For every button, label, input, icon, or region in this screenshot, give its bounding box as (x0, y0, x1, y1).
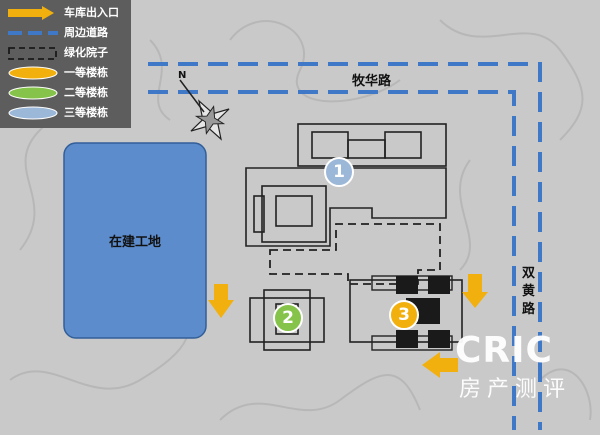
construction-site-label: 在建工地 (108, 235, 161, 250)
courtyard-outline-icon (8, 47, 57, 60)
legend: 车库出入口 周边道路 绿化院子 一等楼栋 二等楼栋 三等楼栋 (0, 0, 131, 128)
building-3-marker (389, 300, 419, 330)
road-dash-icon (8, 31, 58, 35)
road-north-inner (148, 90, 516, 430)
road-north-outer (148, 62, 542, 430)
building-2-marker (273, 303, 303, 333)
legend-class2-label: 二等楼栋 (64, 86, 108, 99)
building-2-number: 2 (282, 308, 294, 328)
road-label-east-3: 路 (522, 302, 536, 317)
legend-item-road: 周边道路 (0, 23, 131, 41)
legend-item-green: 绿化院子 (0, 43, 131, 61)
legend-entrance-label: 车库出入口 (64, 6, 119, 19)
entrance-arrow-north (462, 274, 488, 308)
road-label-east-2: 黄 (522, 284, 536, 299)
class1-ellipse-icon (8, 66, 58, 80)
building-1-number: 1 (333, 162, 345, 182)
compass-icon (179, 79, 230, 141)
green-courtyard (269, 223, 441, 285)
road-label-north: 牧华路 (352, 74, 392, 89)
watermark-logo: CRIC (455, 330, 553, 371)
class2-ellipse-icon (8, 86, 58, 100)
garage-entrances (208, 274, 488, 378)
building-1-marker (324, 157, 354, 187)
building-3-outline (349, 275, 463, 351)
peripheral-roads (148, 62, 542, 430)
legend-class3-label: 三等楼栋 (64, 106, 108, 119)
building-3-number: 3 (398, 305, 410, 325)
entrance-arrow-south (422, 352, 458, 378)
construction-site (63, 142, 207, 339)
legend-class1-label: 一等楼栋 (64, 66, 108, 79)
road-label-east-1: 双 (522, 266, 536, 281)
compass-north-letter: N (178, 70, 187, 81)
entrance-arrow-icon (8, 6, 54, 20)
legend-green-label: 绿化院子 (64, 46, 108, 59)
legend-item-class1: 一等楼栋 (0, 63, 131, 81)
legend-road-label: 周边道路 (64, 26, 108, 39)
class3-ellipse-icon (8, 106, 58, 120)
building-1-complex (245, 123, 447, 247)
legend-item-class3: 三等楼栋 (0, 103, 131, 121)
legend-item-entrance: 车库出入口 (0, 3, 131, 21)
entrance-arrow-west (208, 284, 234, 318)
legend-item-class2: 二等楼栋 (0, 83, 131, 101)
watermark-subtitle: 房产测评 (459, 377, 572, 402)
